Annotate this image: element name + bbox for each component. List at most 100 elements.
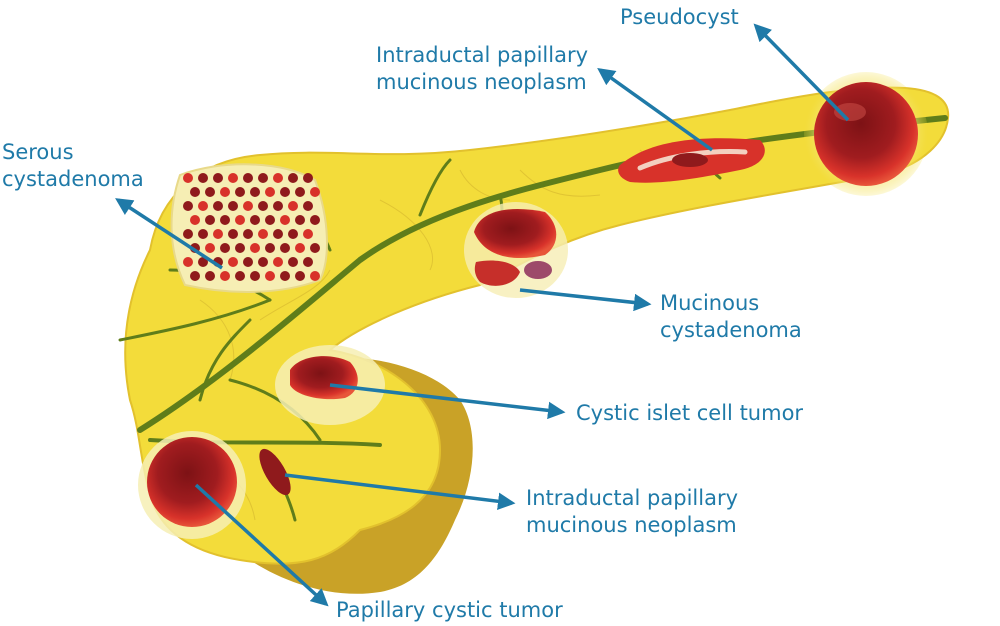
serous-cyst-dot xyxy=(265,243,275,253)
serous-cyst-dot xyxy=(280,271,290,281)
serous-cyst-dot xyxy=(235,243,245,253)
serous-cyst-dot xyxy=(235,187,245,197)
serous-cyst-dot xyxy=(213,173,223,183)
serous-cyst-dot xyxy=(220,215,230,225)
serous-cyst-dot xyxy=(213,229,223,239)
label-serous-cystadenoma: Serous cystadenoma xyxy=(2,139,144,193)
serous-cyst-dot xyxy=(220,187,230,197)
pseudocyst xyxy=(804,72,928,196)
serous-cyst-dot xyxy=(273,173,283,183)
label-ipmn-bottom: Intraductal papillary mucinous neoplasm xyxy=(526,485,738,539)
serous-cyst-dot xyxy=(288,201,298,211)
serous-cyst-dot xyxy=(265,187,275,197)
serous-cyst-dot xyxy=(183,257,193,267)
serous-cyst-dot xyxy=(243,201,253,211)
serous-cyst-dot xyxy=(250,215,260,225)
serous-cyst-dot xyxy=(265,215,275,225)
serous-cyst-dot xyxy=(258,173,268,183)
serous-cyst-dot xyxy=(183,173,193,183)
serous-cyst-dot xyxy=(243,229,253,239)
arrow-papillary xyxy=(194,483,329,607)
serous-cyst-dot xyxy=(280,187,290,197)
serous-cyst-dot xyxy=(295,271,305,281)
serous-cyst-dot xyxy=(228,173,238,183)
arrow-ipmn-top xyxy=(597,67,714,152)
serous-cyst-dot xyxy=(183,229,193,239)
serous-cyst-dot xyxy=(205,243,215,253)
label-papillary-cystic-tumor: Papillary cystic tumor xyxy=(336,598,563,622)
serous-cyst-dot xyxy=(220,243,230,253)
leader-arrows xyxy=(115,23,850,607)
serous-cyst-dot xyxy=(273,201,283,211)
label-ipmn-top: Intraductal papillary mucinous neoplasm xyxy=(376,42,588,96)
arrow-pseudocyst xyxy=(753,23,850,122)
serous-cyst-dot xyxy=(295,215,305,225)
serous-cyst-dot xyxy=(258,201,268,211)
serous-cyst-dot xyxy=(303,229,313,239)
serous-cyst-dot xyxy=(235,271,245,281)
label-mucinous-cystadenoma: Mucinous cystadenoma xyxy=(660,290,802,344)
arrow-serous xyxy=(115,198,223,270)
label-ipmn-top-line2: mucinous neoplasm xyxy=(376,70,587,94)
serous-cyst-dot xyxy=(243,257,253,267)
serous-cyst-dot xyxy=(310,243,320,253)
serous-cyst-dot xyxy=(250,271,260,281)
serous-cyst-dot xyxy=(258,257,268,267)
serous-cyst-dot xyxy=(280,243,290,253)
serous-cyst-dot xyxy=(183,201,193,211)
serous-cyst-dot xyxy=(273,257,283,267)
ipmn-duct-lesion xyxy=(618,138,765,183)
serous-cyst-dot xyxy=(205,187,215,197)
serous-cyst-dot xyxy=(310,187,320,197)
serous-cyst-dot xyxy=(273,229,283,239)
serous-cyst-dot xyxy=(198,257,208,267)
label-pseudocyst: Pseudocyst xyxy=(620,5,739,29)
ipmn-branch-lesion xyxy=(259,448,291,496)
serous-cyst-dot xyxy=(205,215,215,225)
label-ipmn-bottom-line2: mucinous neoplasm xyxy=(526,513,737,537)
serous-cyst-dot xyxy=(303,173,313,183)
serous-cyst-dot xyxy=(258,229,268,239)
label-mucinous-line1: Mucinous xyxy=(660,291,760,315)
serous-cyst-dot xyxy=(250,187,260,197)
serous-cyst-dot xyxy=(235,215,245,225)
serous-cyst-dot xyxy=(243,173,253,183)
serous-cyst-dot xyxy=(198,229,208,239)
serous-cyst-dot xyxy=(288,257,298,267)
label-serous-line1: Serous xyxy=(2,140,74,164)
serous-cyst-dot xyxy=(280,215,290,225)
serous-cystadenoma-patch xyxy=(170,163,328,293)
label-mucinous-line2: cystadenoma xyxy=(660,318,802,342)
arrow-ipmn-bottom xyxy=(284,473,516,510)
serous-cyst-dot xyxy=(213,201,223,211)
serous-cyst-dot xyxy=(228,201,238,211)
serous-cyst-dot xyxy=(295,187,305,197)
serous-cyst-dot xyxy=(228,257,238,267)
serous-cyst-dot xyxy=(310,271,320,281)
serous-cyst-dot xyxy=(265,271,275,281)
serous-cyst-dot xyxy=(288,173,298,183)
arrow-mucinous xyxy=(519,288,652,312)
serous-cyst-dot xyxy=(295,243,305,253)
mucinous-cystadenoma xyxy=(464,202,568,298)
label-cystic-islet-cell-tumor: Cystic islet cell tumor xyxy=(576,401,804,425)
papillary-cystic-tumor xyxy=(138,431,246,539)
arrow-islet xyxy=(329,383,566,420)
serous-cyst-dot xyxy=(190,215,200,225)
serous-cyst-dot xyxy=(303,201,313,211)
label-ipmn-bottom-line1: Intraductal papillary xyxy=(526,486,738,510)
serous-cyst-dot xyxy=(205,271,215,281)
serous-cyst-dot xyxy=(190,271,200,281)
serous-cyst-dot xyxy=(198,201,208,211)
serous-cyst-dot xyxy=(228,229,238,239)
serous-cyst-dot xyxy=(190,187,200,197)
serous-cyst-dot xyxy=(310,215,320,225)
label-serous-line2: cystadenoma xyxy=(2,167,144,191)
serous-cyst-dot xyxy=(250,243,260,253)
serous-cyst-dot xyxy=(288,229,298,239)
serous-cyst-dot xyxy=(220,271,230,281)
label-ipmn-top-line1: Intraductal papillary xyxy=(376,43,588,67)
serous-cyst-dot xyxy=(198,173,208,183)
